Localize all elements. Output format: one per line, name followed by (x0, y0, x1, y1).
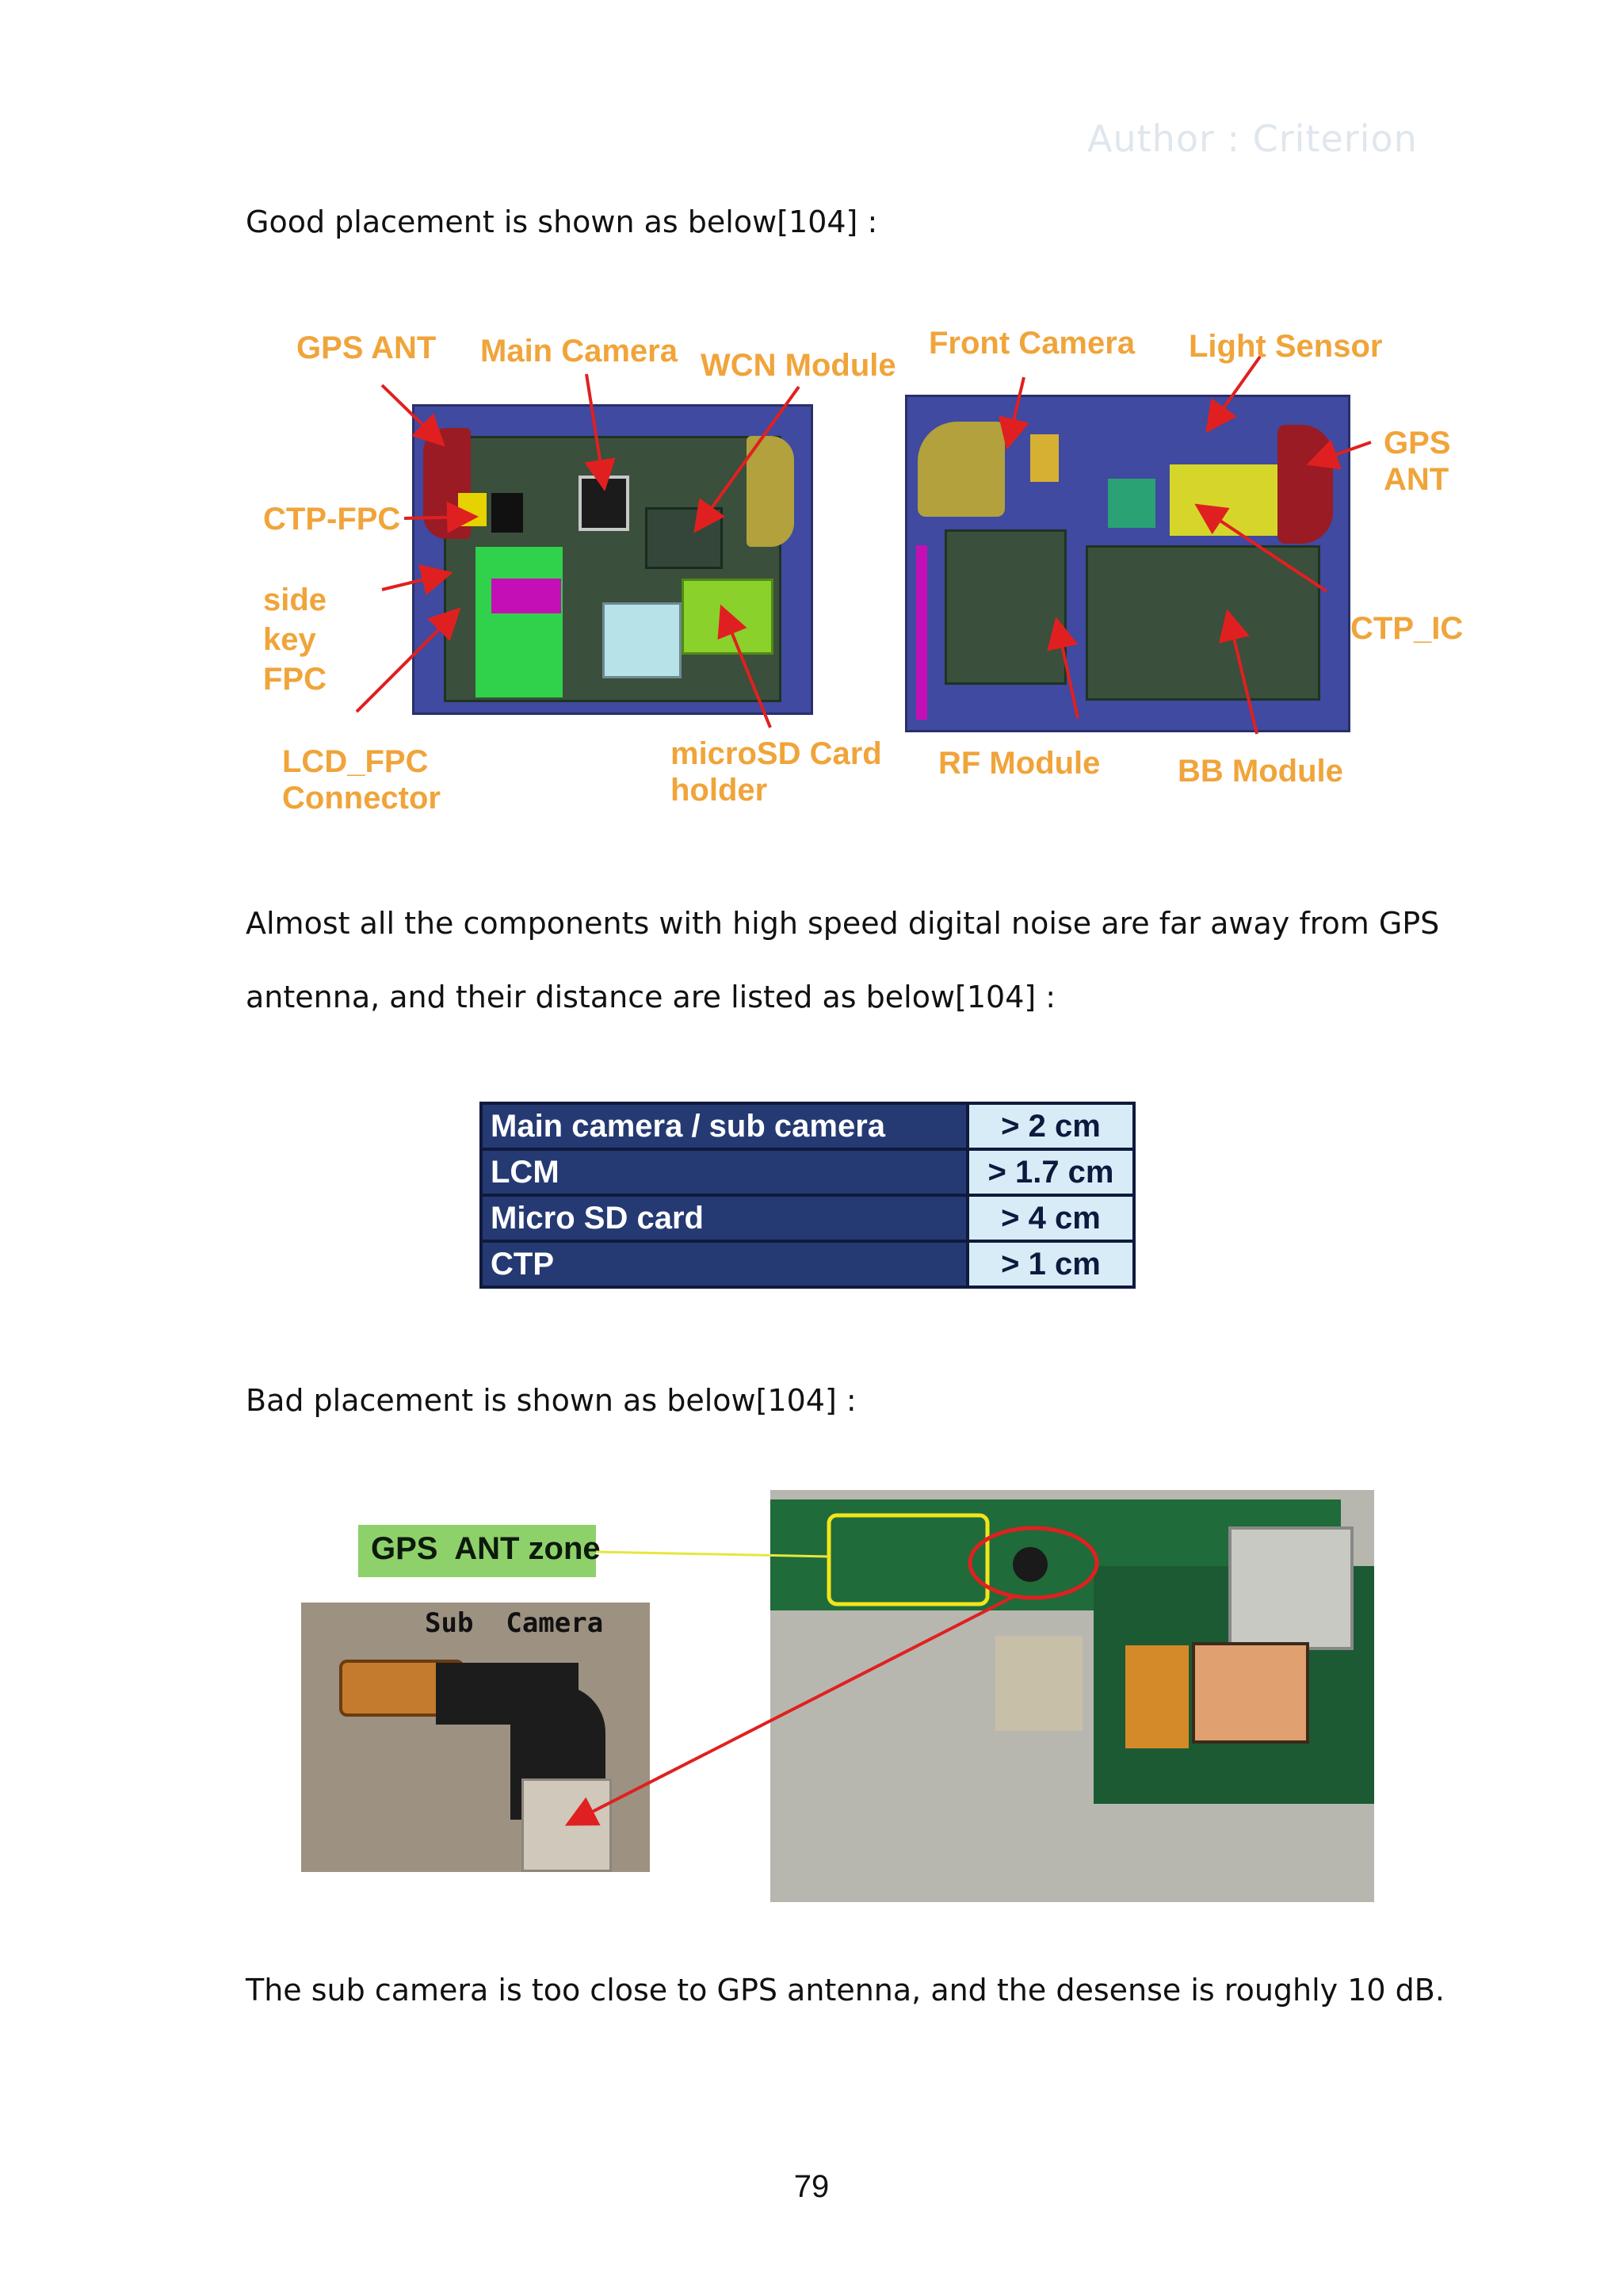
distance-table: Main camera / sub camera > 2 cm LCM > 1.… (479, 1102, 1136, 1289)
table-row: CTP > 1 cm (479, 1240, 1136, 1289)
metal-shield-square (1228, 1526, 1354, 1650)
yellow-zone-box (827, 1513, 990, 1606)
label-bb-module: BB Module (1178, 754, 1343, 789)
label-lcd-fpc-2: Connector (282, 781, 441, 816)
sub-camera-on-board (1013, 1547, 1048, 1582)
arrow-microsd (717, 604, 772, 728)
black-chip (491, 493, 523, 533)
label-lcd-fpc-1: LCD_FPC (282, 744, 429, 779)
label-rf-module: RF Module (938, 746, 1101, 781)
orange-flex-on-board (1125, 1645, 1189, 1748)
mesh-patch (995, 1636, 1083, 1731)
label-side-key-1: side (263, 583, 327, 617)
bad-figure-overlays (564, 1513, 1099, 1826)
label-microsd-2: holder (670, 773, 768, 808)
table-cell-distance: > 4 cm (966, 1194, 1136, 1243)
arrow-bb-module (1219, 609, 1258, 735)
arrow-rf-module (1047, 617, 1079, 719)
red-camera-circle (968, 1526, 1099, 1600)
teal-component (1108, 479, 1155, 528)
table-row: Micro SD card > 4 cm (479, 1194, 1136, 1243)
arrow-front-camera (998, 376, 1029, 450)
arrow-ctp-fpc (403, 501, 479, 533)
arrow-wcn-module (693, 385, 800, 533)
label-microsd-1: microSD Card (670, 736, 882, 771)
label-side-key-2: key (263, 622, 316, 657)
copper-component (1192, 1642, 1309, 1744)
table-cell-component: CTP (479, 1240, 969, 1289)
gps-ant-zone-text: GPS ANT zone (371, 1531, 601, 1566)
label-ctp-ic: CTP_IC (1350, 611, 1464, 646)
label-gps-ant-right-2: ANT (1384, 462, 1449, 497)
label-main-camera: Main Camera (480, 334, 678, 369)
label-ctp-fpc: CTP-FPC (263, 502, 401, 537)
author-watermark: Author : Criterion (1087, 117, 1418, 160)
sd-green-area (475, 547, 563, 697)
left-magenta-strip (916, 545, 927, 720)
zone-leader-line (595, 1550, 830, 1558)
arrow-gps-ant-left (380, 384, 445, 447)
arrow-sub-camera (564, 1595, 1015, 1826)
label-wcn-module: WCN Module (701, 348, 896, 383)
label-gps-ant-left: GPS ANT (296, 330, 437, 365)
bad-placement-figure: GPS ANT zone Sub Camera (301, 1487, 1376, 1903)
conclusion-paragraph: The sub camera is too close to GPS anten… (246, 1973, 1445, 2008)
table-cell-component: Main camera / sub camera (479, 1102, 969, 1151)
good-placement-intro: Good placement is shown as below[104] : (246, 204, 878, 239)
arrow-side-key (381, 564, 453, 596)
gps-ant-zone-label (358, 1525, 596, 1577)
right-pcb-bb (1086, 545, 1320, 701)
label-gps-ant-right-1: GPS (1384, 426, 1451, 460)
table-cell-distance: > 1.7 cm (966, 1148, 1136, 1197)
good-placement-figure: GPS ANT Main Camera WCN Module Front Cam… (254, 309, 1490, 832)
label-light-sensor: Light Sensor (1189, 329, 1383, 364)
sub-camera-label: Sub Camera (425, 1607, 604, 1639)
front-camera-block (1030, 434, 1059, 482)
label-front-camera: Front Camera (929, 326, 1136, 361)
arrow-light-sensor (1205, 355, 1262, 434)
sd-magenta-frame (491, 579, 561, 613)
table-row: Main camera / sub camera > 2 cm (479, 1102, 1136, 1151)
almost-paragraph-line1: Almost all the components with high spee… (246, 906, 1440, 941)
arrow-gps-ant-right (1306, 439, 1372, 470)
good-figure-arrows (355, 355, 1372, 735)
bad-placement-intro: Bad placement is shown as below[104] : (246, 1383, 857, 1418)
right-gold-antenna (918, 422, 1005, 517)
right-pcb-rf (945, 529, 1067, 685)
table-cell-component: Micro SD card (479, 1194, 969, 1243)
label-side-key-3: FPC (263, 662, 327, 697)
arrow-lcd-fpc (355, 607, 461, 713)
right-edge-antenna (747, 436, 794, 547)
arrow-ctp-ic (1194, 503, 1328, 593)
arrow-main-camera (584, 373, 616, 491)
page-number: 79 (793, 2169, 830, 2204)
sim-slot (602, 602, 682, 678)
table-cell-distance: > 1 cm (966, 1240, 1136, 1289)
table-cell-distance: > 2 cm (966, 1102, 1136, 1151)
almost-paragraph-line2: antenna, and their distance are listed a… (246, 980, 1056, 1014)
table-row: LCM > 1.7 cm (479, 1148, 1136, 1197)
table-cell-component: LCM (479, 1148, 969, 1197)
